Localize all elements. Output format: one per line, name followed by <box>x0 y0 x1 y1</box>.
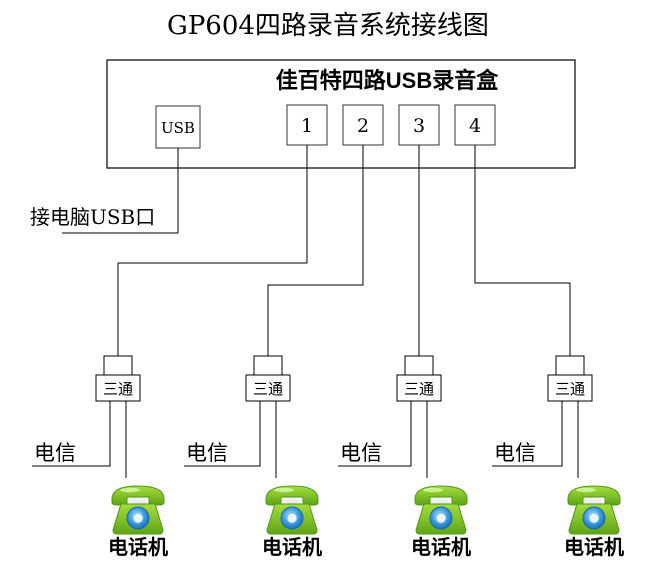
splitter-label-4: 三通 <box>555 380 585 398</box>
diagram-title: GP604四路录音系统接线图 <box>167 11 489 41</box>
usb-port-label: USB <box>161 119 195 137</box>
phone-label-1: 电话机 <box>108 535 168 559</box>
splitter-3: 三通 电信 <box>338 355 442 478</box>
splitter-label-2: 三通 <box>253 380 283 398</box>
line-port-4: 4 <box>454 104 496 146</box>
splitter-1: 三通 电信 <box>32 355 141 478</box>
splitter-label-3: 三通 <box>404 380 434 398</box>
phone-4: 电话机 <box>559 481 629 559</box>
carrier-line-label-2: 电信 <box>186 441 228 465</box>
usb-connection <box>62 148 179 234</box>
wire-port-1 <box>117 145 308 356</box>
line-port-label-2: 2 <box>357 115 369 137</box>
line-port-3: 3 <box>398 104 440 146</box>
splitter-2: 三通 电信 <box>184 355 291 478</box>
usb-port: USB <box>155 105 201 149</box>
carrier-line-label-1: 电信 <box>34 441 76 465</box>
line-port-label-1: 1 <box>301 115 313 137</box>
carrier-line-label-4: 电信 <box>494 441 536 465</box>
phone-label-3: 电话机 <box>411 535 471 559</box>
line-port-2: 2 <box>342 104 384 146</box>
phone-icon <box>559 481 629 539</box>
wire-port-4 <box>474 145 571 356</box>
phone-2: 电话机 <box>257 481 327 559</box>
carrier-line-label-3: 电信 <box>340 441 382 465</box>
phone-icon <box>103 481 173 539</box>
line-port-label-4: 4 <box>469 115 481 137</box>
splitter-label-1: 三通 <box>103 380 133 398</box>
phone-icon <box>406 481 476 539</box>
phone-3: 电话机 <box>406 481 476 559</box>
phone-label-2: 电话机 <box>262 535 322 559</box>
phone-1: 电话机 <box>103 481 173 559</box>
splitter-4: 三通 电信 <box>492 355 593 478</box>
line-port-label-3: 3 <box>413 115 425 137</box>
port-wires <box>117 145 571 356</box>
recorder-box: 佳百特四路USB录音盒 USB 1 2 3 4 <box>106 59 576 169</box>
pc-usb-label: 接电脑USB口 <box>30 205 155 229</box>
line-port-1: 1 <box>286 104 328 146</box>
phone-icon <box>257 481 327 539</box>
recorder-box-label: 佳百特四路USB录音盒 <box>276 68 499 93</box>
wire-port-2 <box>267 145 364 356</box>
phone-label-4: 电话机 <box>564 535 624 559</box>
